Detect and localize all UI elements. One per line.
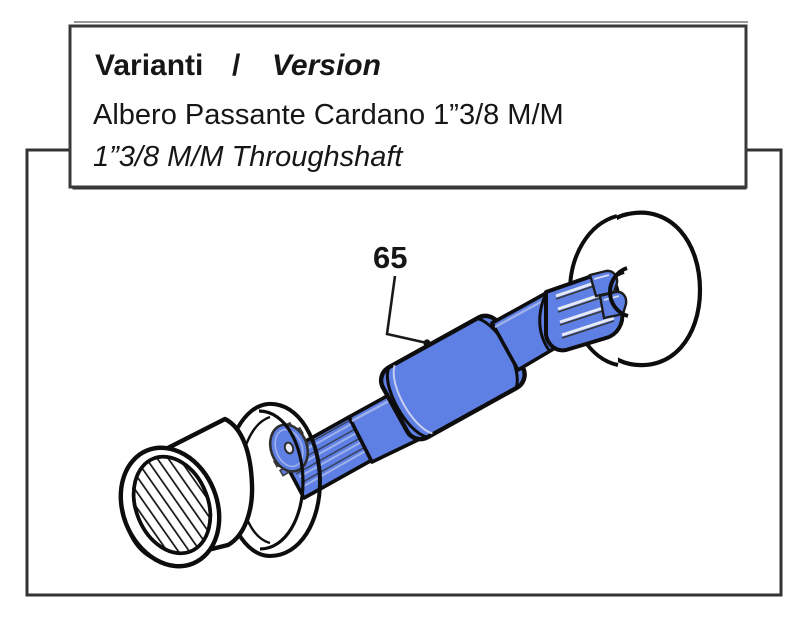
yoke-right-bore-lip — [607, 266, 629, 318]
callout-number-label: 65 — [373, 240, 407, 275]
yoke-left-housing — [118, 416, 255, 569]
title-description-english: 1”3/8 M/M Throughshaft — [93, 141, 404, 173]
title-box: Varianti / Version Albero Passante Carda… — [68, 21, 748, 189]
splined-end-right — [544, 269, 628, 353]
callout-anchor-dot — [423, 339, 431, 347]
title-heading-italian: Varianti — [95, 49, 203, 82]
title-description-italian: Albero Passante Cardano 1”3/8 M/M — [93, 99, 564, 131]
title-heading-english: Version — [272, 49, 381, 82]
callout-65: 65 — [373, 240, 431, 347]
title-heading-separator: / — [232, 49, 241, 82]
